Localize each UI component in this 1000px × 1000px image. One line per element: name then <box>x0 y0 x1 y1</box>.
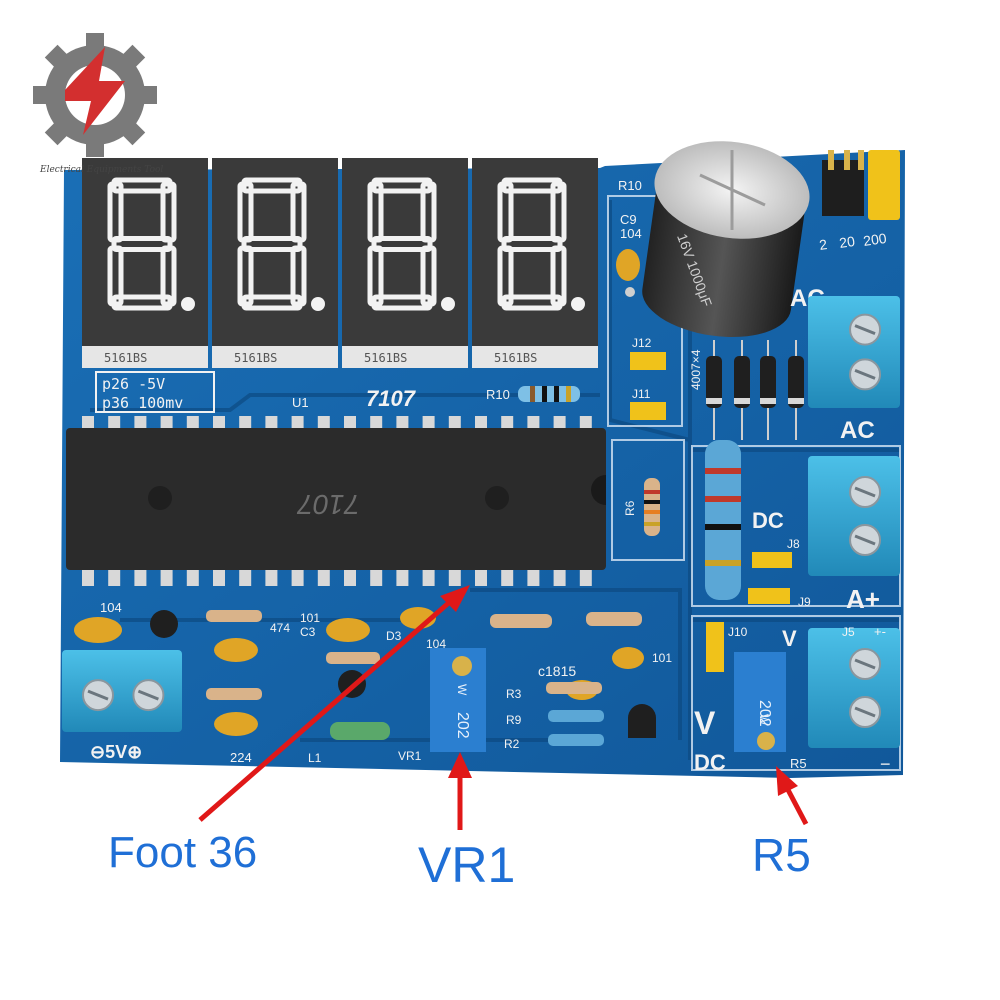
svg-text:−: − <box>880 754 891 774</box>
screw-terminals[interactable] <box>62 296 900 748</box>
shunt-resistor <box>705 440 741 600</box>
svg-text:W: W <box>455 684 469 696</box>
svg-text:202: 202 <box>454 712 471 739</box>
digit-part-label: 5161BS <box>104 351 147 365</box>
svg-text:L1: L1 <box>308 751 322 765</box>
svg-text:104: 104 <box>100 600 122 615</box>
j5-label: J5 <box>842 625 855 639</box>
chip-silk-label: 7107 <box>366 386 417 411</box>
a-plus-label: A+ <box>846 584 880 614</box>
svg-text:101: 101 <box>300 611 320 625</box>
trimpot-r5[interactable]: 202 W <box>734 652 786 752</box>
svg-text:C9: C9 <box>620 212 637 227</box>
screw-terminal[interactable] <box>808 456 900 576</box>
digit-part-label: 5161BS <box>494 351 537 365</box>
u1-label: U1 <box>292 395 309 410</box>
svg-text:R10: R10 <box>618 178 642 193</box>
svg-text:224: 224 <box>230 750 252 765</box>
display-digit-3: 5161BS <box>342 158 468 368</box>
svg-text:4007×4: 4007×4 <box>689 349 703 390</box>
screw-terminal[interactable] <box>808 628 900 748</box>
range-200: 200 <box>862 230 888 249</box>
vr1-silk-label: VR1 <box>398 749 422 763</box>
range-jumper-header[interactable] <box>822 150 900 220</box>
seven-segment-display: 5161BS 5161BS 5161BS 5161BS <box>82 158 598 368</box>
digit-part-label: 5161BS <box>364 351 407 365</box>
trimpot-vr1[interactable]: 202 W <box>430 648 486 752</box>
callout-vr1: VR1 <box>418 837 516 893</box>
resistor-r10: R10 <box>486 386 580 402</box>
callout-r5: R5 <box>752 829 811 881</box>
v-label: V <box>782 626 797 651</box>
svg-text:J8: J8 <box>787 537 800 551</box>
display-digit-4: 5161BS <box>472 158 598 368</box>
svg-text:104: 104 <box>620 226 642 241</box>
logo-caption: Electrical Equipments Tool <box>40 165 164 175</box>
svg-text:104: 104 <box>426 637 446 651</box>
svg-text:R10: R10 <box>486 387 510 402</box>
svg-text:474: 474 <box>270 621 290 635</box>
range-20: 20 <box>838 233 856 251</box>
brand-logo <box>33 33 157 157</box>
svg-text:R3: R3 <box>506 687 522 701</box>
svg-text:D3: D3 <box>386 629 402 643</box>
silkscreen-note-box: p26 -5V p36 100mv <box>95 371 215 413</box>
note-p36: p36 100mv <box>102 394 183 412</box>
dc-bottom-label: DC <box>694 750 726 775</box>
svg-text:202: 202 <box>756 700 773 727</box>
svg-text:J11: J11 <box>632 387 651 401</box>
v-big-label: V <box>694 705 716 741</box>
dc-mid-label: DC <box>752 508 784 533</box>
ac-bottom-label: AC <box>840 417 875 444</box>
digit-part-label: 5161BS <box>234 351 277 365</box>
resistor-r6: R6 <box>623 478 660 536</box>
jumper-j10[interactable]: J10 <box>706 622 748 672</box>
r5-silk-label: R5 <box>790 756 807 771</box>
jumper-j9[interactable]: J9 <box>748 588 811 609</box>
note-p26: p26 -5V <box>102 375 165 393</box>
ic-7107-chip: 7107 <box>66 416 606 586</box>
svg-text:W: W <box>757 714 771 726</box>
jumper-j8[interactable]: J8 <box>752 537 800 568</box>
svg-text:R6: R6 <box>623 500 637 516</box>
callout-foot-36: Foot 36 <box>108 828 258 877</box>
screw-terminal[interactable] <box>808 296 900 408</box>
display-digit-1: 5161BS <box>82 158 208 368</box>
power-terminal-label: ⊖5V⊕ <box>90 742 142 762</box>
electrolytic-capacitor: 16V 1000μF <box>642 141 810 337</box>
rectifier-diodes: 4007×4 <box>689 340 804 440</box>
jumper-j12[interactable]: J12 <box>630 336 666 370</box>
display-digit-2: 5161BS <box>212 158 338 368</box>
screw-terminal[interactable] <box>62 650 182 732</box>
svg-text:R9: R9 <box>506 713 522 727</box>
svg-text:c1815: c1815 <box>538 663 576 679</box>
svg-text:J9: J9 <box>798 595 811 609</box>
chip-marking: 7107 <box>296 489 360 520</box>
svg-text:R2: R2 <box>504 737 520 751</box>
svg-text:101: 101 <box>652 651 672 665</box>
svg-text:J12: J12 <box>632 336 652 350</box>
svg-text:J10: J10 <box>728 625 748 639</box>
jumper-j11[interactable]: J11 <box>630 387 666 420</box>
svg-text:+-: +- <box>874 624 886 639</box>
annotation-arrows <box>198 585 809 830</box>
svg-text:C3: C3 <box>300 625 316 639</box>
range-2: 2 <box>818 236 828 253</box>
